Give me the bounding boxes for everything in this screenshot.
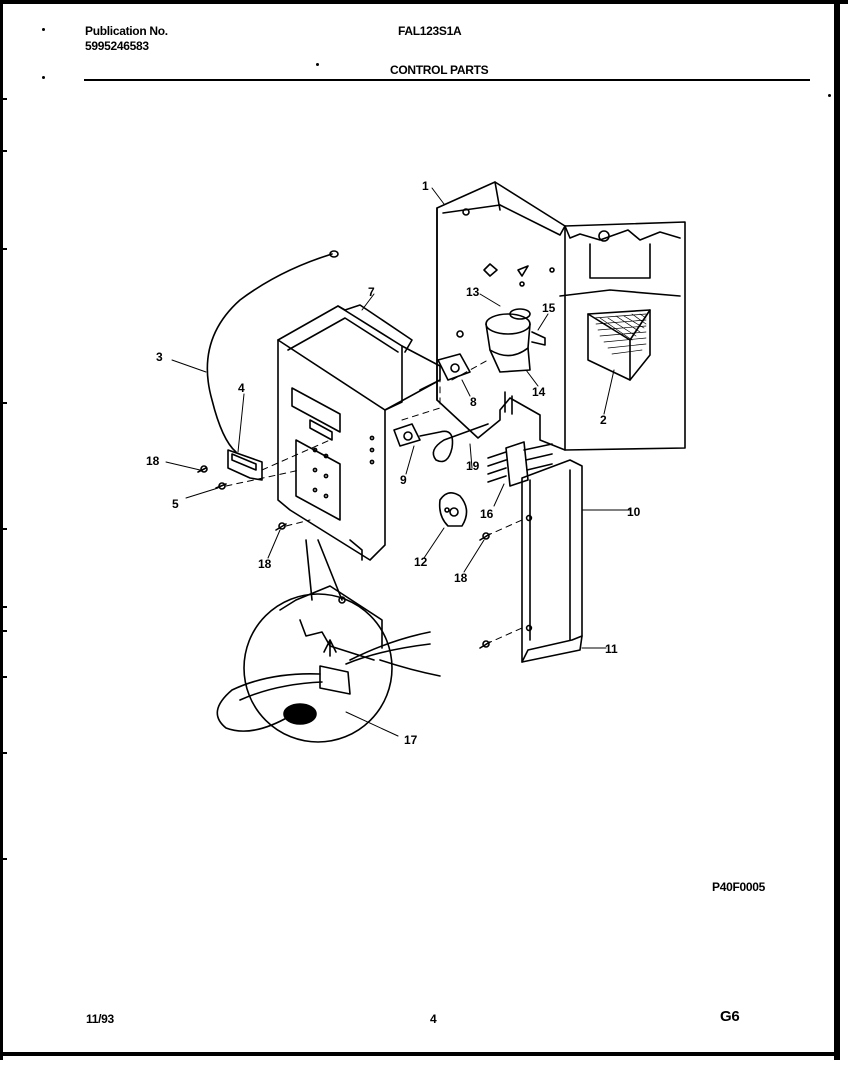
callout-17: 17	[404, 733, 418, 747]
binder-mark	[0, 98, 7, 100]
callout-14: 14	[532, 385, 546, 399]
terminal-block-part	[487, 441, 553, 487]
callout-18: 18	[258, 557, 272, 571]
frame-top	[0, 0, 848, 4]
callout-7: 7	[368, 285, 375, 299]
callout-labels: 1 2 3 4 5 7 8 9 10 11 12 13 14 15 16 17 …	[146, 179, 641, 747]
terminal-strip-part	[227, 449, 263, 481]
switch-part	[419, 353, 471, 391]
callout-16: 16	[480, 507, 494, 521]
frame-bottom	[0, 1052, 840, 1056]
capacitor-part	[456, 308, 546, 373]
assembly-lines	[225, 359, 523, 645]
callout-13: 13	[466, 285, 480, 299]
frame-right	[834, 0, 840, 1060]
callout-3: 3	[156, 350, 163, 364]
callout-18: 18	[146, 454, 160, 468]
header-rule	[84, 79, 810, 81]
stray-dot	[42, 28, 45, 31]
binder-mark	[0, 248, 7, 250]
model-number: FAL123S1A	[398, 24, 462, 38]
leader-lines	[165, 187, 631, 737]
callout-10: 10	[627, 505, 641, 519]
callout-18: 18	[454, 571, 468, 585]
callout-4: 4	[238, 381, 245, 395]
binder-mark	[0, 630, 7, 632]
page-number: 4	[430, 1012, 437, 1026]
front-panel-part	[521, 459, 583, 663]
section-title: CONTROL PARTS	[390, 63, 489, 77]
callout-11: 11	[605, 642, 618, 656]
binder-mark	[0, 402, 7, 404]
stray-dot	[316, 63, 319, 66]
binder-mark	[0, 150, 7, 152]
binder-mark	[0, 528, 7, 530]
stray-dot	[828, 94, 831, 97]
callout-15: 15	[542, 301, 556, 315]
callout-12: 12	[414, 555, 428, 569]
figure-code: P40F0005	[712, 880, 765, 894]
knob-part	[438, 492, 468, 527]
callout-2: 2	[600, 413, 607, 427]
filter-screen-part	[587, 309, 651, 381]
wire-lead-part	[206, 250, 339, 453]
binder-mark	[0, 606, 7, 608]
thermostat-part	[393, 423, 489, 463]
callout-9: 9	[400, 473, 407, 487]
publication-number: 5995246583	[85, 39, 149, 53]
callout-5: 5	[172, 497, 179, 511]
power-cord-detail	[216, 539, 441, 743]
binder-mark	[0, 858, 7, 860]
filter-grid	[593, 313, 647, 355]
binder-mark	[0, 676, 7, 678]
control-box-part	[277, 304, 441, 561]
frame-left	[0, 0, 3, 1060]
callout-1: 1	[422, 179, 429, 193]
footer-date: 11/93	[86, 1012, 114, 1026]
section-code: G6	[720, 1008, 740, 1025]
callout-19: 19	[466, 459, 480, 473]
binder-mark	[0, 752, 7, 754]
callout-8: 8	[470, 395, 477, 409]
publication-label: Publication No.	[85, 24, 168, 38]
stray-dot	[42, 76, 45, 79]
control-housing-part	[436, 181, 686, 451]
